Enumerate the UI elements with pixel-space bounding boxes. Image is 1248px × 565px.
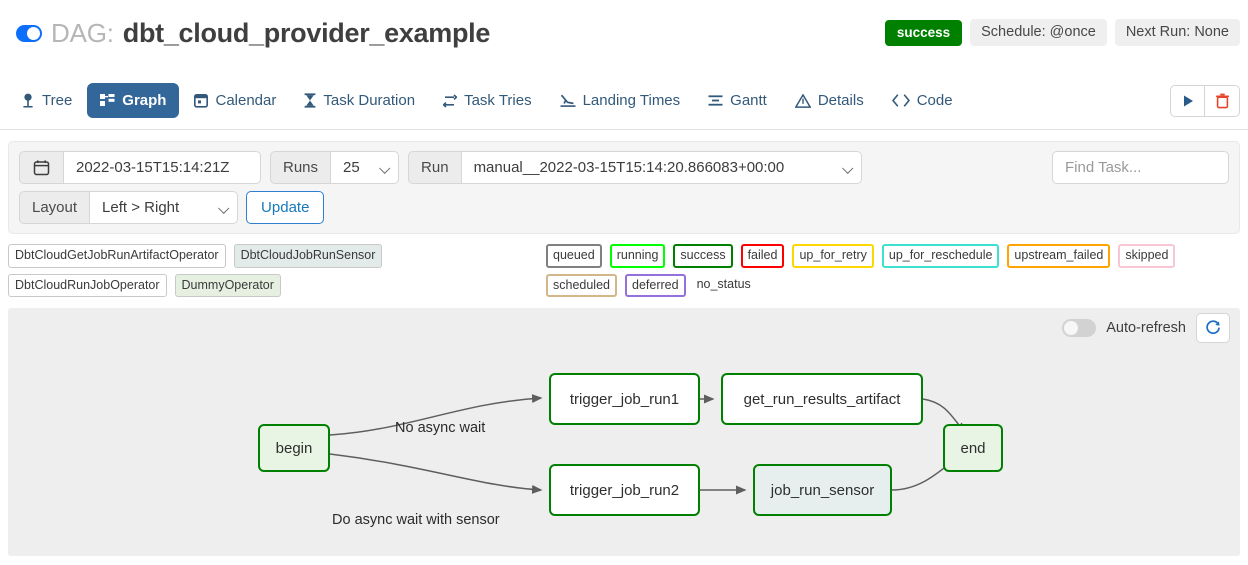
auto-refresh-toggle[interactable] [1062, 319, 1097, 337]
tab-label: Tree [42, 92, 73, 109]
tab-task-duration[interactable]: Task Duration [291, 83, 428, 118]
state-chip-upstream_failed[interactable]: upstream_failed [1007, 244, 1111, 268]
state-chip-running[interactable]: running [609, 244, 666, 268]
tab-label: Task Duration [323, 92, 416, 109]
edge-begin-to-trigger2 [329, 453, 543, 494]
tab-label: Landing Times [582, 92, 681, 109]
state-chip-deferred[interactable]: deferred [625, 273, 686, 297]
run-group: Run manual__2022-03-15T15:14:20.866083+0… [408, 151, 862, 184]
trigger-dag-button[interactable] [1170, 84, 1205, 117]
schedule-badge[interactable]: Schedule: @once [970, 19, 1107, 46]
graph-node-job_run_sensor[interactable]: job_run_sensor [753, 464, 892, 516]
dag-pause-toggle[interactable] [16, 25, 42, 42]
update-button[interactable]: Update [246, 191, 325, 224]
state-chip-scheduled[interactable]: scheduled [546, 273, 617, 297]
run-label: Run [408, 151, 462, 184]
delete-dag-button[interactable] [1205, 84, 1240, 117]
filter-row-layout: Layout Left > Right Update [19, 191, 1229, 224]
tab-landing-times[interactable]: Landing Times [547, 83, 694, 118]
state-chip-failed[interactable]: failed [740, 244, 785, 268]
state-chip-skipped[interactable]: skipped [1118, 244, 1176, 268]
tab-label: Code [916, 92, 953, 109]
layout-select[interactable]: Left > Right [90, 191, 239, 224]
gantt-icon [708, 94, 723, 107]
graph-edges [329, 394, 967, 495]
tab-tree[interactable]: Tree [8, 83, 85, 118]
refresh-icon [1206, 320, 1220, 335]
state-chip-success[interactable]: success [673, 244, 733, 268]
auto-refresh-label: Auto-refresh [1106, 320, 1186, 336]
operator-chip[interactable]: DbtCloudJobRunSensor [233, 244, 383, 268]
edge-label: Do async wait with sensor [332, 512, 500, 528]
tab-label: Details [817, 92, 864, 109]
graph-node-trigger_job_run2[interactable]: trigger_job_run2 [549, 464, 700, 516]
calendar-button[interactable] [19, 151, 64, 184]
dag-label: DAG: [51, 18, 114, 48]
tab-calendar[interactable]: Calendar [181, 83, 289, 118]
edge-label: No async wait [395, 420, 486, 436]
refresh-button[interactable] [1196, 313, 1230, 343]
dag-graph-panel[interactable]: Auto-refresh begin trigger_job_run1 get_ru… [8, 308, 1240, 556]
tab-gantt[interactable]: Gantt [695, 83, 780, 118]
landing-icon [560, 94, 576, 108]
status-badge: success [884, 19, 963, 46]
operator-chip[interactable]: DbtCloudGetJobRunArtifactOperator [8, 244, 226, 268]
state-chip-no-status: no_status [696, 276, 751, 291]
warning-triangle-icon [794, 93, 811, 108]
num-runs-label: Runs [270, 151, 332, 184]
tab-graph[interactable]: Graph [87, 83, 180, 118]
tab-label: Graph [122, 92, 167, 109]
tab-label: Calendar [215, 92, 277, 109]
tab-details[interactable]: Details [782, 83, 877, 118]
tab-task-tries[interactable]: Task Tries [430, 83, 545, 118]
filter-row-primary: 2022-03-15T15:14:21Z Runs 25 Run manual_… [19, 151, 1229, 184]
layout-label: Layout [19, 191, 91, 224]
dag-title-row: DAG: dbt_cloud_provider_example [8, 18, 1236, 49]
trash-icon [1215, 93, 1229, 108]
operator-chip[interactable]: DbtCloudRunJobOperator [8, 273, 167, 297]
calendar-icon [194, 93, 209, 108]
state-chip-up_for_retry[interactable]: up_for_retry [792, 244, 874, 268]
header-badges: success Schedule: @once Next Run: None [884, 19, 1240, 46]
edge-begin-to-trigger1 [329, 394, 543, 436]
retry-icon [443, 93, 458, 108]
next-run-badge: Next Run: None [1114, 19, 1240, 46]
num-runs-group: Runs 25 [270, 151, 400, 184]
tab-label: Task Tries [464, 92, 532, 109]
operator-chip[interactable]: DummyOperator [174, 273, 281, 297]
state-chip-up_for_reschedule[interactable]: up_for_reschedule [881, 244, 1000, 268]
page-header: DAG: dbt_cloud_provider_example success … [0, 0, 1248, 72]
run-select[interactable]: manual__2022-03-15T15:14:20.866083+00:00 [461, 151, 862, 184]
state-chip-queued[interactable]: queued [546, 244, 602, 268]
tree-icon [21, 93, 35, 108]
tab-code[interactable]: Code [879, 83, 966, 118]
calendar-icon [33, 160, 50, 176]
hourglass-icon [304, 93, 316, 108]
dag-action-buttons [1170, 84, 1240, 117]
graph-node-get_run_results_artifact[interactable]: get_run_results_artifact [721, 373, 923, 425]
tab-list: Tree Graph Calendar Task Duration Task Tries… [8, 83, 966, 118]
tab-label: Gantt [730, 92, 767, 109]
base-date-input[interactable]: 2022-03-15T15:14:21Z [64, 151, 261, 184]
graph-icon [100, 93, 115, 108]
num-runs-select[interactable]: 25 [331, 151, 400, 184]
base-date-group: 2022-03-15T15:14:21Z [19, 151, 261, 184]
play-icon [1183, 95, 1193, 106]
layout-group: Layout Left > Right [19, 191, 239, 224]
find-task-input[interactable]: Find Task... [1052, 151, 1229, 184]
graph-node-end[interactable]: end [943, 424, 1003, 472]
graph-node-trigger_job_run1[interactable]: trigger_job_run1 [549, 373, 700, 425]
code-brackets-icon [891, 94, 910, 107]
dag-nav-tabs: Tree Graph Calendar Task Duration Task Tries… [0, 72, 1248, 130]
graph-node-begin[interactable]: begin [258, 424, 330, 472]
page-title: dbt_cloud_provider_example [122, 18, 491, 48]
dag-filter-bar: 2022-03-15T15:14:21Z Runs 25 Run manual_… [8, 141, 1240, 234]
state-legend: queued running success failed up_for_retry up… [546, 244, 1240, 297]
graph-toolbar: Auto-refresh [1062, 313, 1230, 343]
